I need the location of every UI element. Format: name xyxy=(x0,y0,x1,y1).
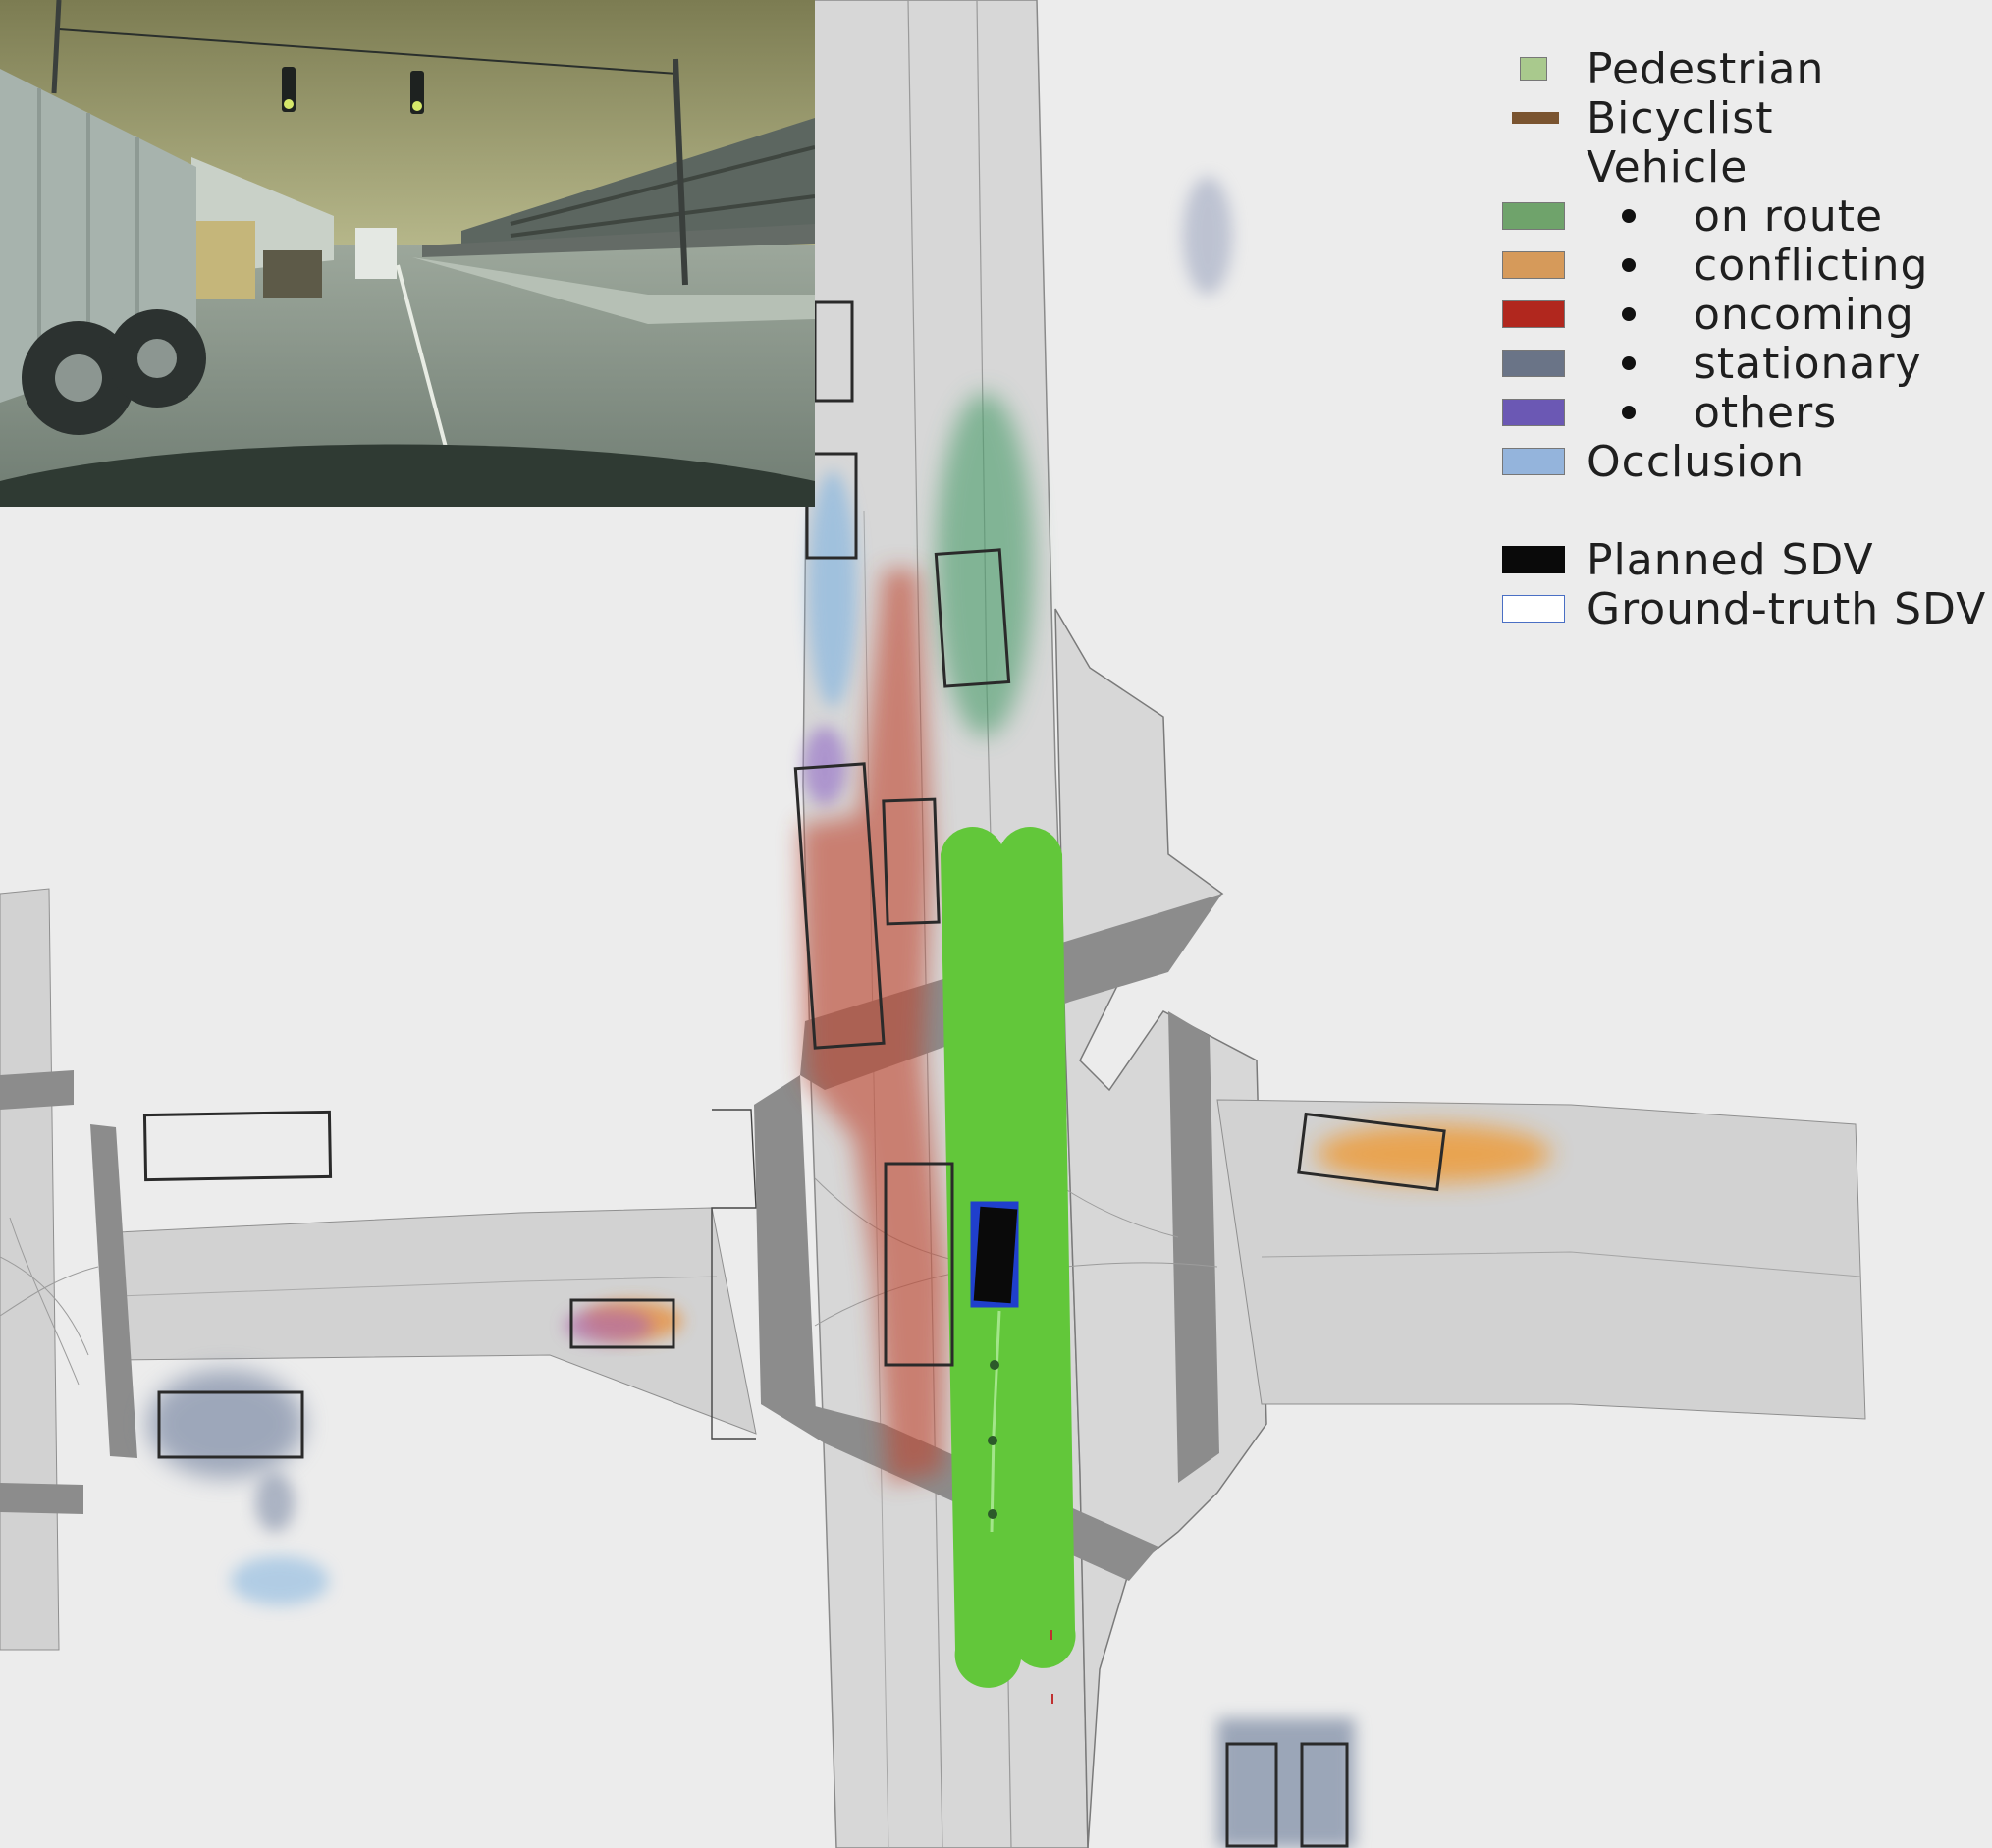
others-forecast xyxy=(565,1308,653,1343)
crosswalk xyxy=(1168,1011,1219,1483)
legend-label: conflicting xyxy=(1694,240,1929,291)
bullet-icon xyxy=(1622,209,1636,223)
legend-label: Occlusion xyxy=(1587,436,1805,487)
traffic-light-lamp xyxy=(412,101,422,111)
ground-truth-sdv-swatch xyxy=(1502,595,1565,623)
planned-sdv-swatch xyxy=(1502,546,1565,573)
building-right xyxy=(461,118,815,250)
conflicting-forecast xyxy=(1316,1124,1551,1183)
vehicle-box-stationary xyxy=(157,1390,304,1459)
lane-line xyxy=(117,1276,718,1297)
sdv xyxy=(970,1201,1019,1308)
bullet-icon xyxy=(1622,406,1636,419)
vehicle-box-on-route xyxy=(934,548,1011,688)
bus xyxy=(196,221,255,299)
bullet-icon xyxy=(1622,356,1636,370)
camera-inset-image xyxy=(0,0,815,507)
legend-label: stationary xyxy=(1694,338,1922,389)
oncoming-forecast xyxy=(800,570,947,1483)
bullet-icon xyxy=(1622,258,1636,272)
stationary-forecast xyxy=(1183,177,1232,295)
car-hood xyxy=(0,444,815,507)
traffic-light-lamp xyxy=(284,99,294,109)
pedestrian-swatch xyxy=(1520,57,1547,81)
stationary-forecast xyxy=(255,1473,295,1532)
crosswalk xyxy=(0,1070,74,1110)
oncoming-swatch xyxy=(1502,300,1565,328)
trajectory-point xyxy=(988,1436,997,1445)
bullet-icon xyxy=(1622,307,1636,321)
vehicle-box-oncoming xyxy=(884,1162,954,1367)
stationary-forecast xyxy=(1217,1718,1355,1848)
vehicle-boxes xyxy=(142,300,1446,1848)
lane-line xyxy=(1261,1251,1861,1277)
vehicle-box-stationary xyxy=(1225,1742,1278,1848)
legend-label: Pedestrian xyxy=(1587,43,1825,94)
parked-cars xyxy=(422,224,815,257)
pole xyxy=(51,0,62,94)
conflicting-swatch xyxy=(1502,251,1565,279)
intersection-outline xyxy=(711,1109,757,1440)
intersection-flare xyxy=(1054,608,1267,1848)
legend-label: Bicyclist xyxy=(1587,92,1774,143)
trajectory-point xyxy=(988,1509,997,1519)
planned-sdv xyxy=(973,1206,1018,1304)
truck-ribs xyxy=(37,88,139,383)
on-route-forecast xyxy=(936,393,1034,736)
legend: Pedestrian Bicyclist Vehicle on route co… xyxy=(1492,29,1992,634)
legend-label: Ground-truth SDV xyxy=(1587,583,1987,634)
stationary-forecast xyxy=(147,1370,304,1478)
building-right-windows xyxy=(510,145,815,238)
crosswalk xyxy=(754,1075,817,1434)
vehicle-box-others xyxy=(569,1298,675,1349)
overhead-wire xyxy=(58,28,678,75)
crosswalk xyxy=(90,1124,137,1458)
occlusion-swatch xyxy=(1502,448,1565,475)
vehicle-box-conflicting xyxy=(1297,1112,1446,1192)
curb xyxy=(412,257,815,324)
legend-label: Planned SDV xyxy=(1587,534,1874,585)
bicyclist-swatch xyxy=(1512,112,1559,124)
others-swatch xyxy=(1502,399,1565,426)
pole xyxy=(673,58,688,286)
legend-label: Vehicle xyxy=(1587,141,1749,192)
stationary-swatch xyxy=(1502,350,1565,377)
vehicle-box-oncoming xyxy=(882,797,941,926)
legend-label: others xyxy=(1694,387,1838,438)
vehicle-box xyxy=(142,1110,333,1182)
on-route-swatch xyxy=(1502,202,1565,230)
truck-wheel-hub xyxy=(137,339,177,378)
planned-trajectory xyxy=(990,1310,1001,1533)
occlusion-forecast xyxy=(231,1556,329,1605)
occlusion-forecast xyxy=(808,471,857,707)
trajectory-point xyxy=(990,1360,999,1370)
box-truck xyxy=(355,228,397,279)
vehicle-box-oncoming xyxy=(793,762,886,1050)
truck-wheel-hub xyxy=(55,354,102,402)
pickup-truck xyxy=(263,250,322,298)
vehicle-box-stationary xyxy=(1300,1742,1349,1848)
vehicle-box xyxy=(813,300,854,403)
legend-label: on route xyxy=(1694,190,1884,242)
crosswalk xyxy=(0,1483,83,1514)
legend-label: oncoming xyxy=(1694,289,1914,340)
